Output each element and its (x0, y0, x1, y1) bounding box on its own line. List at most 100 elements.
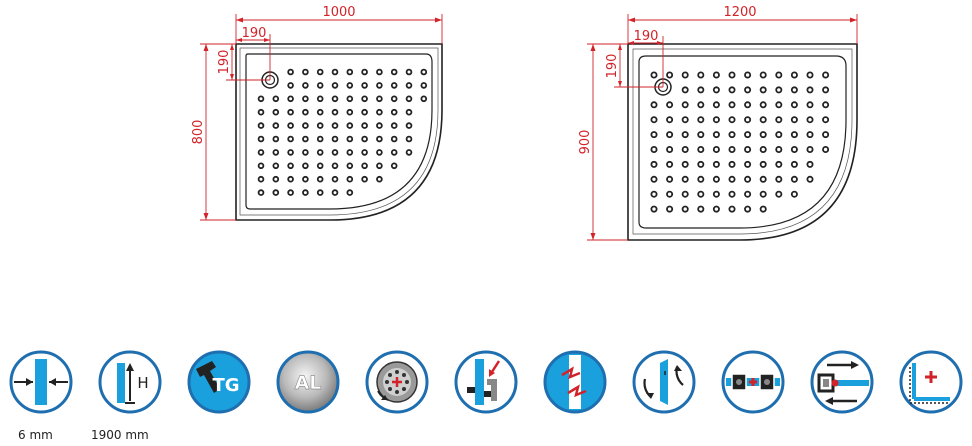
anti-slip-dot (390, 149, 398, 156)
anti-slip-dot (744, 101, 752, 109)
anti-slip-dot (650, 175, 658, 183)
anti-slip-dot (302, 135, 309, 143)
anti-slip-dot (346, 189, 354, 196)
anti-slip-dot (681, 205, 689, 213)
anti-slip-dot (331, 95, 339, 103)
anti-slip-dot (681, 175, 689, 183)
anti-slip-dot (759, 131, 767, 139)
anti-slip-dot (744, 205, 752, 213)
anti-slip-dot (681, 71, 689, 79)
anti-slip-dot (331, 189, 339, 196)
adjustable-profile-icon (720, 349, 786, 415)
anti-slip-dot (272, 108, 280, 116)
anti-slip-dot (681, 116, 689, 124)
anti-slip-dot (681, 145, 689, 153)
anti-slip-dot (666, 205, 674, 213)
anti-slip-dot (346, 135, 354, 143)
anti-slip-dot (420, 95, 428, 103)
anti-slip-dot (744, 131, 752, 139)
anti-slip-dot (302, 122, 309, 129)
anti-slip-dot (728, 175, 736, 183)
anti-slip-dot (775, 145, 783, 153)
anti-slip-dot (272, 122, 280, 129)
anti-slip-dot (405, 68, 413, 76)
glass-thickness-label: 6 mm (18, 428, 53, 442)
anti-slip-dot (728, 160, 736, 168)
anti-slip-dot (302, 108, 309, 116)
anti-slip-dot (650, 145, 658, 153)
anti-slip-dots (650, 71, 830, 213)
tray-outer-outline (235, 43, 443, 221)
tempered-glass-icon: TG (186, 349, 252, 415)
anti-slip-dot (744, 145, 752, 153)
offset-x-label: 190 (242, 26, 267, 41)
anti-slip-dot (316, 108, 324, 116)
anti-slip-dot (728, 190, 736, 198)
anti-slip-dot (650, 190, 658, 198)
anti-slip-dot (390, 135, 398, 143)
anti-slip-dot (331, 122, 339, 129)
anti-slip-dot (650, 205, 658, 213)
anti-slip-dot (790, 160, 798, 168)
anti-slip-dot (759, 160, 767, 168)
anti-slip-dot (806, 71, 814, 79)
anti-slip-dot (759, 71, 767, 79)
anti-slip-dot (287, 149, 294, 156)
anti-slip-dot (346, 108, 354, 116)
anti-slip-dot (790, 131, 798, 139)
anti-slip-dot (376, 82, 383, 89)
tray-rim-line (239, 47, 439, 216)
anti-slip-dot (287, 68, 294, 76)
anti-slip-dot (346, 175, 354, 183)
anti-slip-dot (361, 135, 368, 143)
anti-slip-dot (744, 116, 752, 124)
anti-slip-dot (697, 71, 705, 79)
anti-slip-dot (712, 175, 720, 183)
anti-slip-dot (287, 122, 294, 129)
anti-slip-dot (822, 116, 830, 124)
anti-slip-dot (650, 101, 658, 109)
anti-slip-dot (697, 86, 705, 94)
anti-slip-dot (728, 116, 736, 124)
anti-slip-dot (346, 95, 354, 103)
anti-slip-dot (331, 135, 339, 143)
anti-slip-dot (712, 86, 720, 94)
anti-slip-dot (790, 101, 798, 109)
anti-slip-dot (775, 160, 783, 168)
anti-slip-dot (712, 145, 720, 153)
anti-slip-dot (257, 175, 265, 183)
anti-slip-dot (331, 68, 339, 76)
anti-slip-dot (806, 160, 814, 168)
anti-slip-dot (759, 86, 767, 94)
anti-slip-dot (728, 131, 736, 139)
anti-slip-dot (390, 162, 398, 170)
anti-slip-dot (316, 135, 324, 143)
anti-slip-dot (775, 86, 783, 94)
anti-slip-dot (376, 175, 383, 183)
anti-slip-dot (361, 68, 368, 76)
anti-slip-dot (287, 82, 294, 89)
offset-y-label: 190 (217, 50, 232, 75)
drain-icon (364, 349, 430, 415)
anti-slip-dot (666, 160, 674, 168)
anti-slip-dot (302, 149, 309, 156)
anti-slip-dot (744, 86, 752, 94)
anti-slip-dot (728, 205, 736, 213)
anti-slip-dot (759, 190, 767, 198)
anti-slip-dot (361, 175, 368, 183)
anti-slip-dot (376, 95, 383, 103)
anti-slip-dot (302, 175, 309, 183)
anti-slip-dot (712, 71, 720, 79)
anti-slip-dot (666, 175, 674, 183)
anti-slip-dot (405, 122, 413, 129)
anti-slip-dot (666, 101, 674, 109)
anti-slip-dot (390, 82, 398, 89)
anti-slip-dot (697, 175, 705, 183)
anti-slip-dot (361, 108, 368, 116)
tray-outer-outline (627, 43, 858, 241)
anti-slip-dot (806, 101, 814, 109)
anti-slip-dot (405, 82, 413, 89)
anti-slip-dot (346, 162, 354, 170)
anti-slip-dot (287, 175, 294, 183)
